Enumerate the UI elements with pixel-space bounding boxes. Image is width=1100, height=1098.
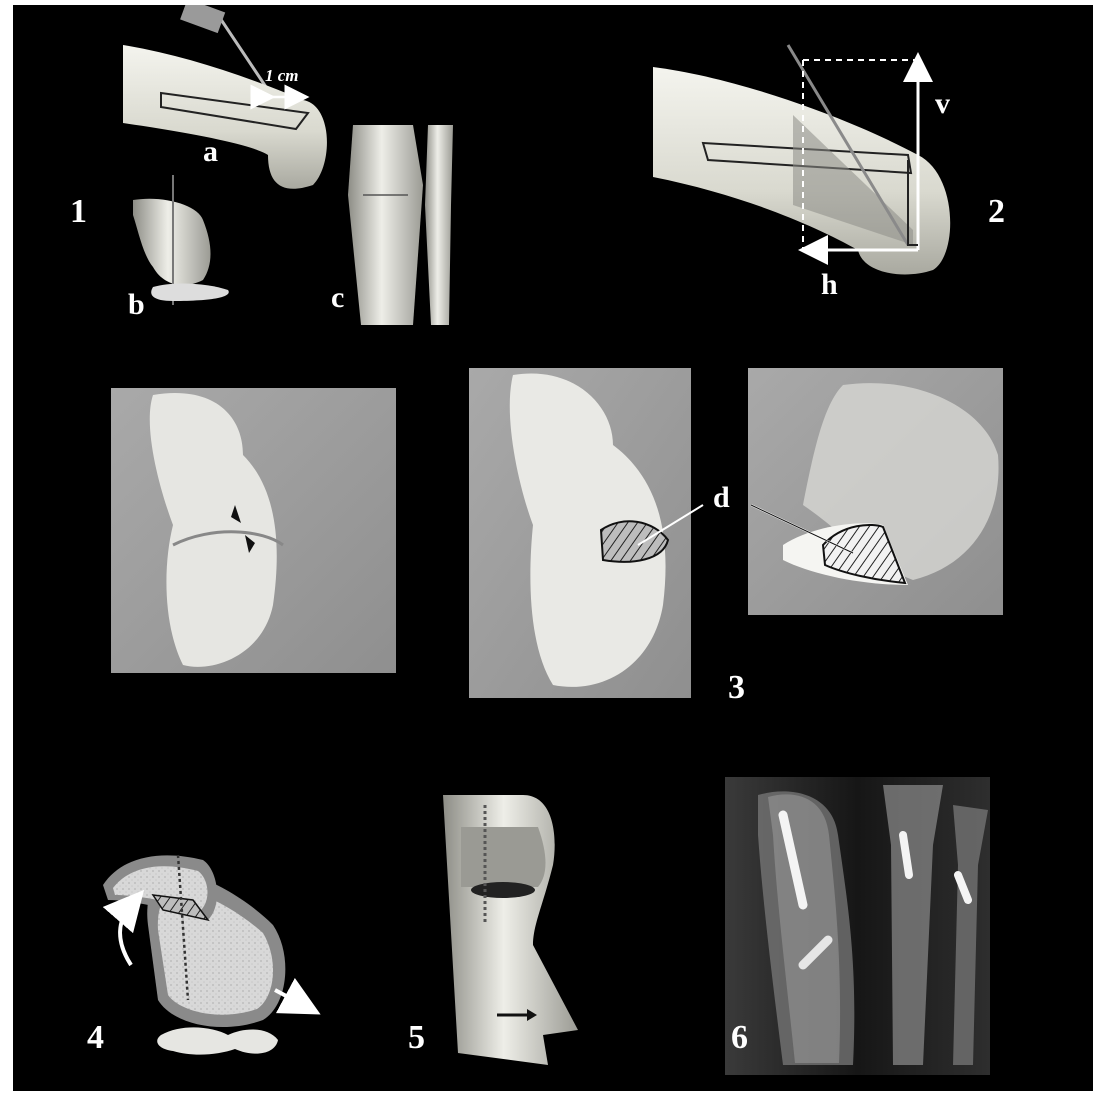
panel-number-3: 3 — [728, 671, 745, 705]
panel-number-5: 5 — [408, 1021, 425, 1055]
sub-label-c: c — [331, 283, 344, 313]
sub-label-a: a — [203, 137, 218, 167]
sub-label-b: b — [128, 290, 145, 320]
figure-frame: 1 2 3 4 5 6 a b c d h v 1 cm — [13, 5, 1093, 1091]
panel-2-illustration — [653, 45, 950, 274]
panel-number-1: 1 — [70, 195, 87, 229]
panel-4-illustration — [103, 855, 303, 1055]
metatarsal-c — [348, 125, 423, 325]
panel-number-4: 4 — [87, 1021, 104, 1055]
panel-number-6: 6 — [731, 1021, 748, 1055]
sub-label-d: d — [713, 483, 730, 513]
measure-label-1cm: 1 cm — [265, 67, 299, 84]
panel-1-illustration — [123, 5, 453, 325]
sub-label-h: h — [821, 270, 838, 300]
panel-6-xray — [725, 777, 990, 1075]
panel-5-illustration — [443, 795, 578, 1065]
figure-illustration — [13, 5, 1093, 1091]
panel-number-2: 2 — [988, 195, 1005, 229]
panel-3-photos — [111, 368, 1003, 698]
sub-label-v: v — [935, 89, 950, 119]
metatarsal-head-b — [133, 199, 211, 285]
